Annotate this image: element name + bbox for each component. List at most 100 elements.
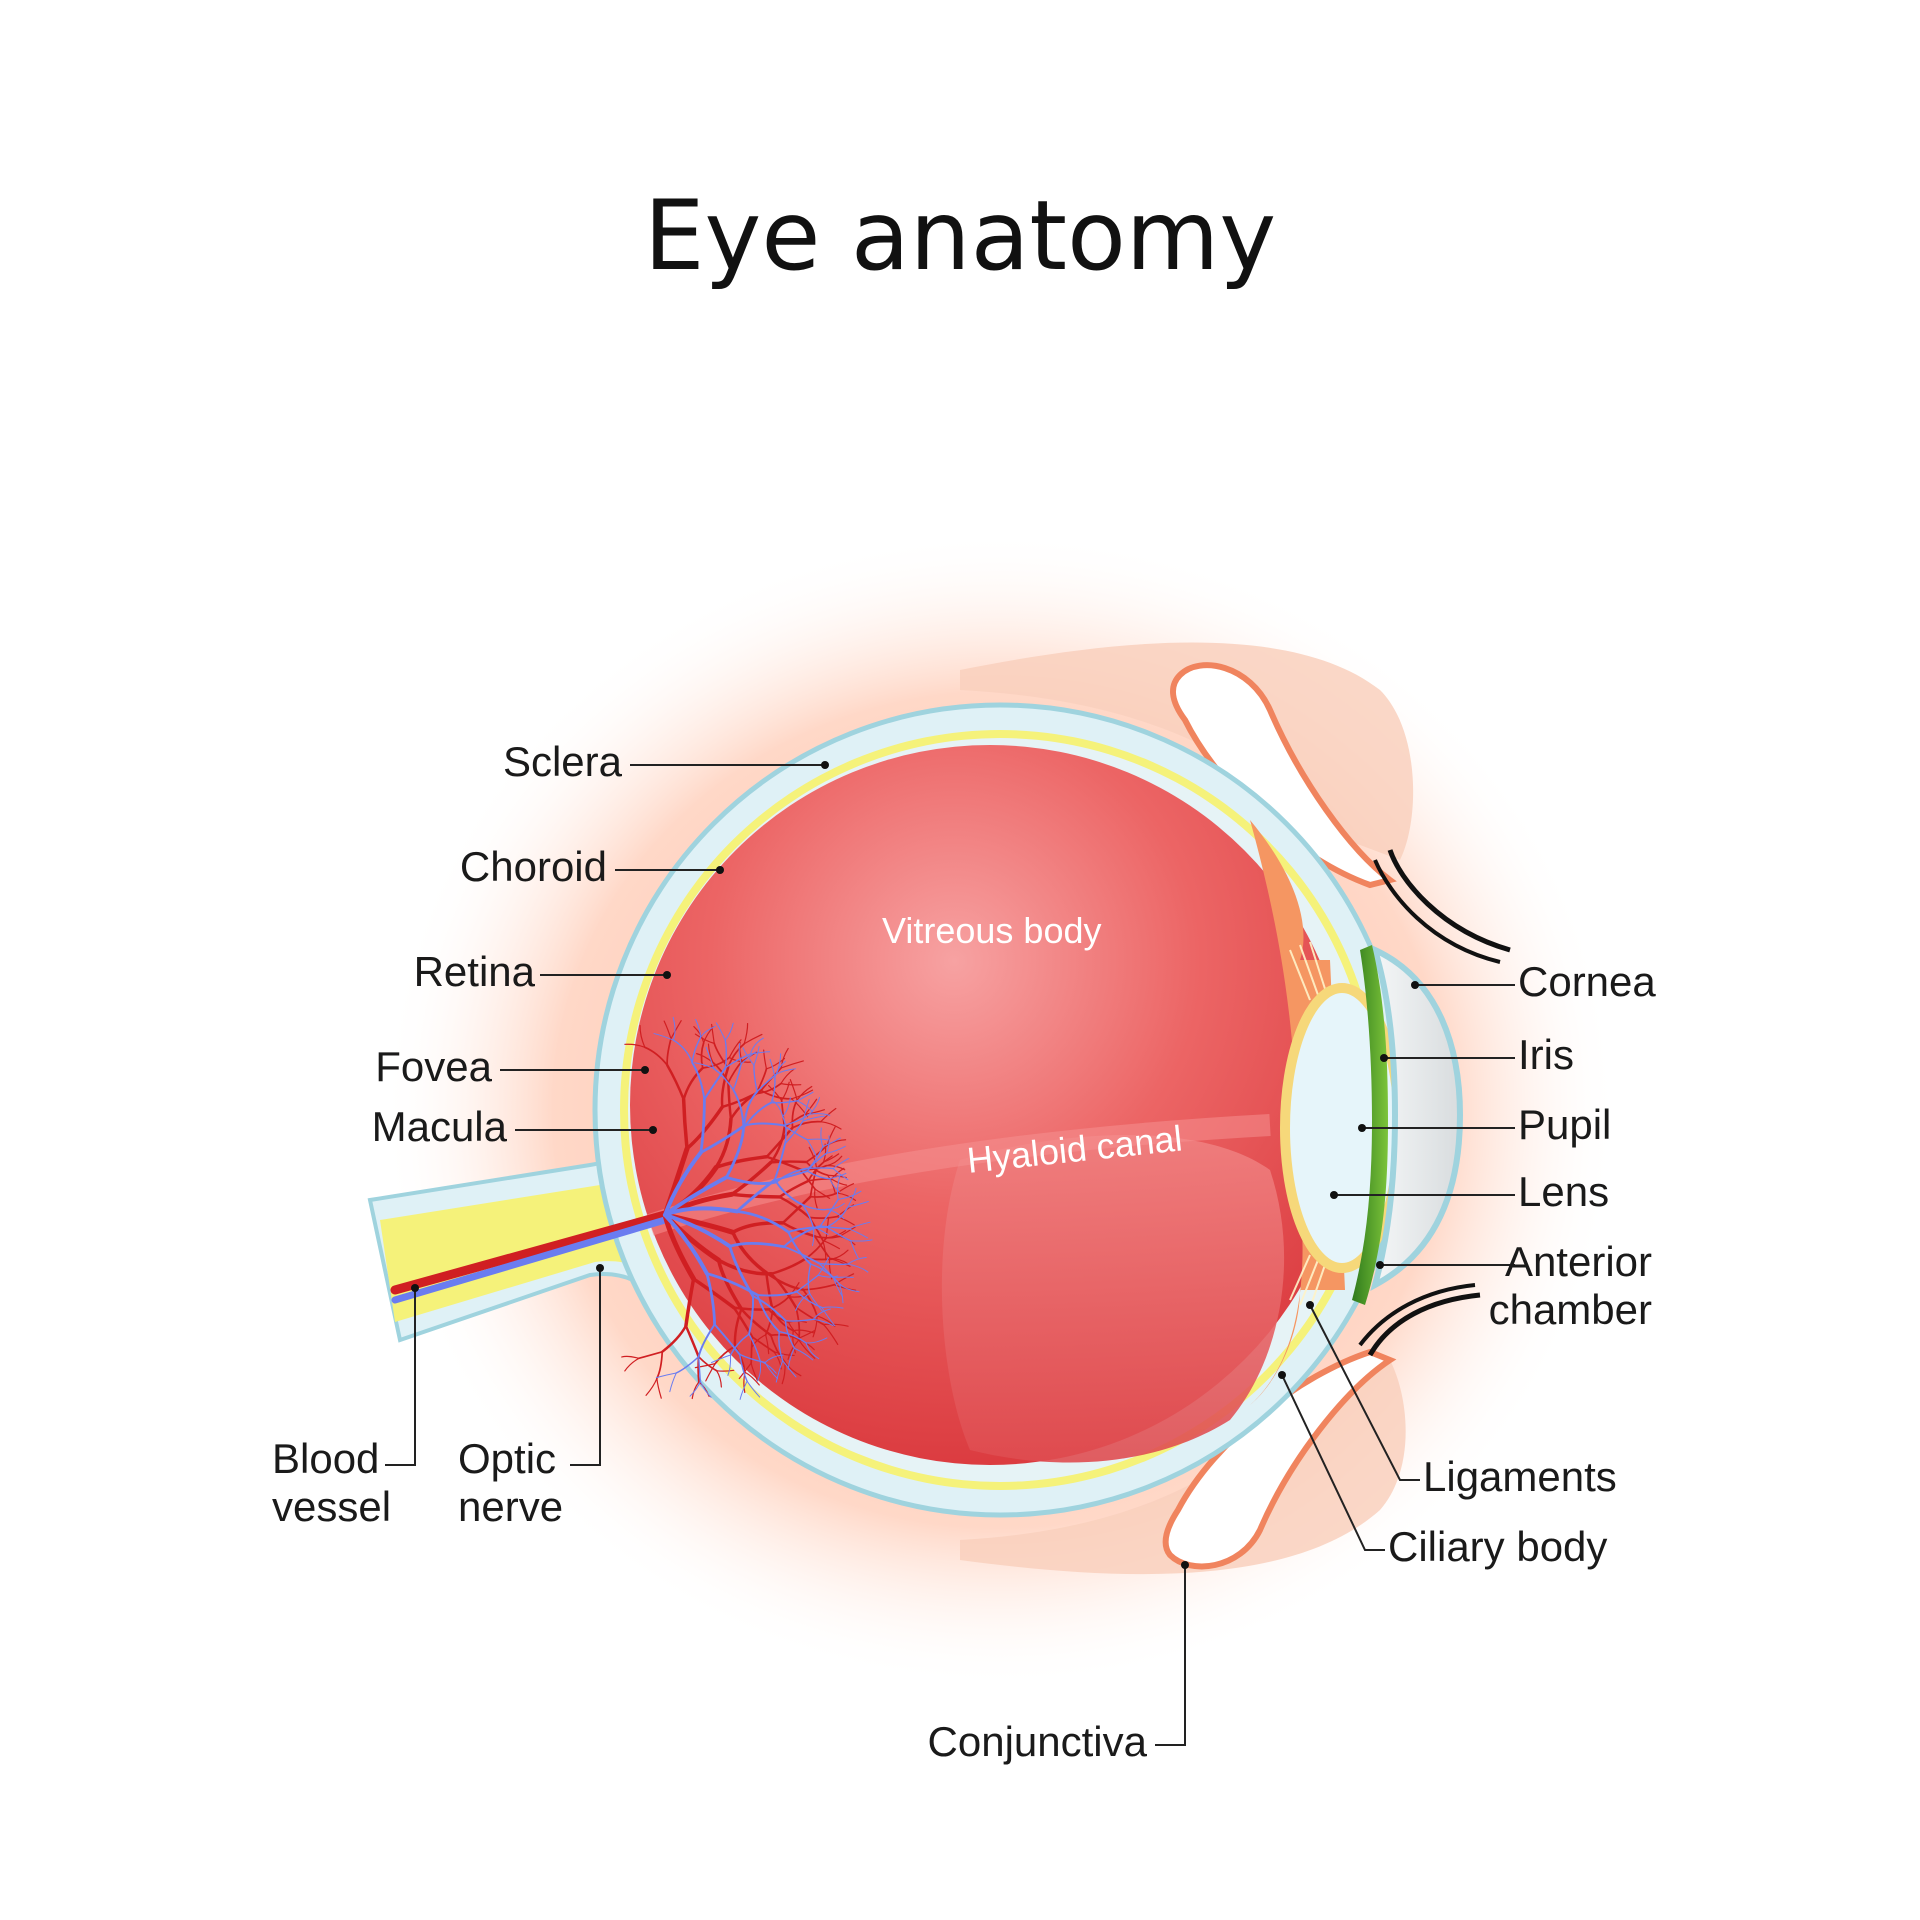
vein-branch — [699, 1097, 706, 1154]
artery-branch — [831, 1249, 849, 1260]
artery-branch — [660, 1324, 688, 1354]
vein-branch — [669, 1372, 677, 1393]
vein-branch — [724, 1053, 752, 1069]
vein-branch — [833, 1276, 854, 1279]
vein-branch — [808, 1113, 831, 1116]
artery-branch — [624, 1043, 646, 1048]
artery-branch — [666, 1037, 672, 1067]
vein-branch — [655, 1372, 677, 1379]
vein-branch — [738, 1043, 742, 1065]
vein-branch — [699, 1380, 712, 1398]
vein-branch — [743, 1090, 759, 1127]
vein-branch — [796, 1091, 814, 1102]
artery-branch — [802, 1283, 835, 1291]
vein-branch — [793, 1347, 814, 1361]
vein-branch — [782, 1115, 787, 1145]
vein-branch — [756, 1360, 762, 1382]
vein-branch — [773, 1142, 787, 1181]
vein-branch — [663, 1213, 732, 1249]
artery-branch — [697, 1355, 718, 1372]
vein-branch — [771, 1099, 784, 1118]
vein-branch — [756, 1294, 781, 1333]
artery-branch — [663, 1020, 672, 1040]
label-sclera: Sclera — [502, 738, 622, 785]
vein-branch — [821, 1306, 844, 1309]
artery-branch — [716, 1258, 774, 1276]
artery-branch — [731, 1230, 769, 1275]
vein-branch — [826, 1226, 852, 1242]
vein-branch — [809, 1292, 823, 1312]
artery-branch — [788, 1282, 800, 1298]
artery-branch — [755, 1082, 782, 1095]
artery-branch — [773, 1351, 782, 1370]
vein-branch — [806, 1138, 829, 1141]
label-pupil: Pupil — [1518, 1101, 1612, 1148]
conjunctiva-lower — [1162, 1348, 1397, 1570]
vein-branch — [818, 1262, 840, 1285]
vein-branch — [805, 1342, 820, 1360]
vein-branch — [802, 1099, 810, 1122]
vein-branch — [732, 1088, 745, 1130]
artery-branch — [710, 1023, 715, 1044]
vein-branch — [817, 1257, 830, 1276]
artery-branch — [781, 1195, 812, 1225]
vein-branch — [825, 1145, 846, 1154]
vein-branch — [663, 1206, 739, 1217]
artery-trunk — [390, 1210, 670, 1295]
leader-lines — [385, 764, 1515, 1746]
vein-branch — [833, 1277, 843, 1298]
vein-branch — [775, 1360, 784, 1383]
vein-trunk — [391, 1216, 669, 1304]
vein-branch — [713, 1323, 741, 1356]
artery-branch — [812, 1315, 818, 1338]
vein-branch — [827, 1202, 845, 1210]
vein-branch — [805, 1337, 828, 1344]
upper-eyelash — [1387, 849, 1511, 953]
artery-branch — [820, 1121, 842, 1130]
vein-branch — [775, 1167, 810, 1183]
artery-branch — [684, 1277, 696, 1328]
artery-branch — [804, 1257, 833, 1261]
vein-branch — [753, 1045, 760, 1066]
vein-branch — [753, 1064, 758, 1093]
artery-branch — [691, 1381, 700, 1400]
vein-branch — [838, 1283, 860, 1293]
artery-branch — [791, 1099, 798, 1129]
retinal-blood-vessels — [390, 1016, 873, 1400]
artery-branch — [822, 1323, 839, 1346]
artery-branch — [808, 1146, 818, 1169]
vein-branch — [806, 1139, 818, 1158]
vein-branch — [756, 1290, 798, 1297]
artery-branch — [751, 1336, 775, 1353]
artery-branch — [645, 1377, 658, 1396]
lower-eyelash — [1367, 1292, 1481, 1357]
vein-branch — [838, 1283, 844, 1304]
conjunctiva-upper — [1170, 662, 1397, 889]
artery-branch — [684, 1324, 700, 1358]
vein-branch — [715, 1022, 726, 1041]
label-conjunctiva: Conjunctiva — [927, 1718, 1147, 1765]
vein-branch — [782, 1097, 791, 1118]
artery-branch — [716, 1258, 744, 1311]
iris-shape — [1352, 945, 1388, 1305]
artery-branch — [805, 1109, 825, 1115]
artery-branch — [734, 1345, 746, 1374]
artery-branch — [765, 1057, 786, 1070]
vein-branch — [724, 1039, 728, 1069]
vein-branch — [818, 1262, 849, 1266]
vein-branch — [711, 1354, 732, 1364]
artery-branch — [701, 1056, 731, 1069]
artery-branch — [732, 1306, 754, 1339]
vein-branch — [774, 1060, 786, 1078]
artery-branch — [720, 1066, 730, 1109]
vein-branch — [826, 1206, 849, 1228]
artery-branch — [721, 1089, 763, 1109]
vein-branch — [795, 1274, 819, 1293]
label-anterior-chamber: Anterior chamber — [1488, 1238, 1652, 1333]
vein-branch — [848, 1228, 869, 1239]
vein-branch — [700, 1025, 716, 1038]
vein-branch — [825, 1135, 830, 1154]
artery-branch — [814, 1188, 831, 1199]
vein-branch — [802, 1204, 814, 1228]
